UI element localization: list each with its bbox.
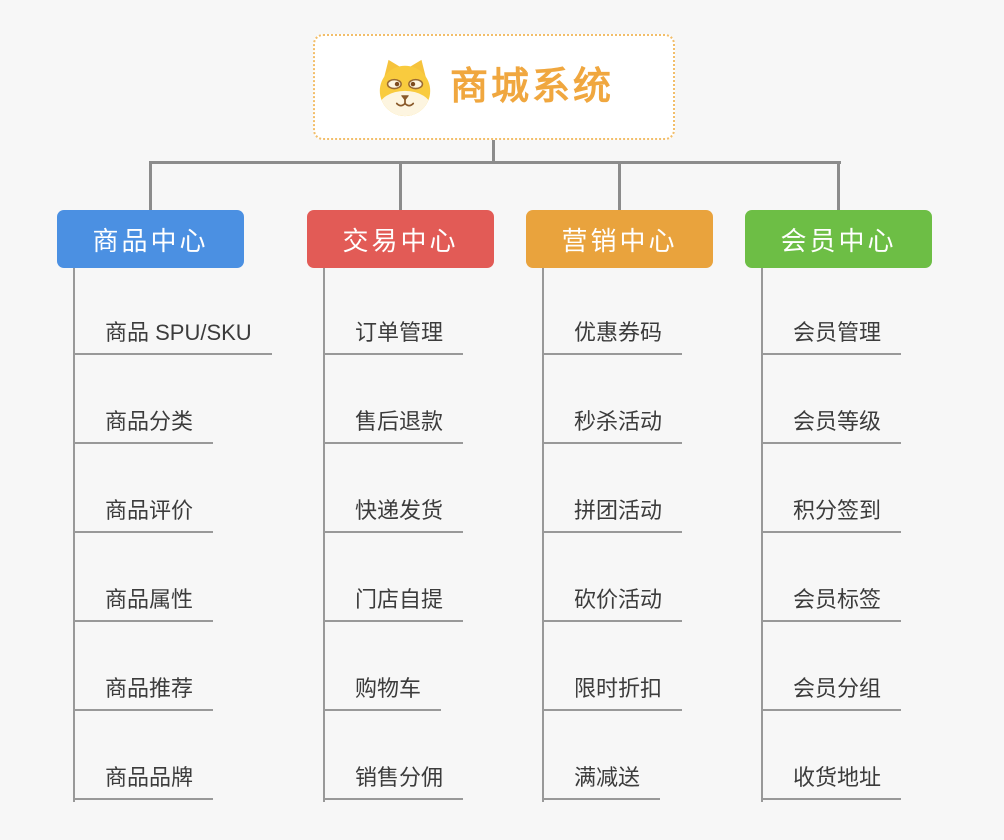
node-item[interactable]: 限时折扣	[542, 675, 683, 711]
connector-drop-marketing	[618, 161, 621, 211]
branch-product-center: 商品中心 商品 SPU/SKU 商品分类 商品评价 商品属性 商品推荐 商品品牌	[57, 210, 317, 802]
connector-drop-member	[837, 161, 840, 211]
node-item[interactable]: 会员分组	[761, 675, 902, 711]
node-item[interactable]: 会员等级	[761, 408, 902, 444]
node-item[interactable]: 购物车	[323, 675, 442, 711]
connector-horizontal-bus	[149, 161, 841, 164]
branch-trade-center: 交易中心 订单管理 售后退款 快递发货 门店自提 购物车 销售分佣	[307, 210, 567, 802]
branch-header-label: 商品中心	[92, 225, 209, 256]
connector-drop-product	[149, 161, 152, 211]
branch-items: 商品 SPU/SKU 商品分类 商品评价 商品属性 商品推荐 商品品牌	[73, 268, 272, 800]
node-item[interactable]: 商品属性	[73, 586, 214, 622]
node-item[interactable]: 满减送	[542, 764, 661, 800]
node-item[interactable]: 积分签到	[761, 497, 902, 533]
branch-header-label: 营销中心	[561, 225, 678, 256]
branch-header-trade-center[interactable]: 交易中心	[307, 210, 494, 268]
branch-header-product-center[interactable]: 商品中心	[57, 210, 244, 268]
branch-items: 优惠券码 秒杀活动 拼团活动 砍价活动 限时折扣 满减送	[542, 268, 683, 800]
node-item[interactable]: 砍价活动	[542, 586, 683, 622]
shiba-dog-face-icon	[374, 56, 436, 118]
node-item[interactable]: 商品 SPU/SKU	[73, 319, 272, 355]
node-item[interactable]: 会员标签	[761, 586, 902, 622]
connector-root-stem	[492, 140, 495, 163]
node-item[interactable]: 商品品牌	[73, 764, 214, 800]
branch-trunk-line	[323, 268, 325, 802]
node-item[interactable]: 快递发货	[323, 497, 464, 533]
branch-trunk-line	[542, 268, 544, 802]
branch-header-label: 会员中心	[780, 225, 897, 256]
node-item[interactable]: 拼团活动	[542, 497, 683, 533]
node-item[interactable]: 售后退款	[323, 408, 464, 444]
branch-items: 订单管理 售后退款 快递发货 门店自提 购物车 销售分佣	[323, 268, 464, 800]
node-item[interactable]: 收货地址	[761, 764, 902, 800]
branch-trunk-line	[73, 268, 75, 802]
connector-drop-trade	[399, 161, 402, 211]
branch-member-center: 会员中心 会员管理 会员等级 积分签到 会员标签 会员分组 收货地址	[745, 210, 1004, 802]
branch-trunk-line	[761, 268, 763, 802]
node-item[interactable]: 秒杀活动	[542, 408, 683, 444]
branch-marketing-center: 营销中心 优惠券码 秒杀活动 拼团活动 砍价活动 限时折扣 满减送	[526, 210, 786, 802]
branch-header-label: 交易中心	[342, 225, 459, 256]
node-item[interactable]: 销售分佣	[323, 764, 464, 800]
branch-header-member-center[interactable]: 会员中心	[745, 210, 932, 268]
node-item[interactable]: 商品分类	[73, 408, 214, 444]
node-item[interactable]: 会员管理	[761, 319, 902, 355]
branch-items: 会员管理 会员等级 积分签到 会员标签 会员分组 收货地址	[761, 268, 902, 800]
node-item[interactable]: 商品评价	[73, 497, 214, 533]
node-item[interactable]: 商品推荐	[73, 675, 214, 711]
node-item[interactable]: 优惠券码	[542, 319, 683, 355]
branch-header-marketing-center[interactable]: 营销中心	[526, 210, 713, 268]
root-title: 商城系统	[449, 66, 614, 108]
root-node[interactable]: 商城系统	[313, 34, 675, 140]
node-item[interactable]: 订单管理	[323, 319, 464, 355]
node-item[interactable]: 门店自提	[323, 586, 464, 622]
